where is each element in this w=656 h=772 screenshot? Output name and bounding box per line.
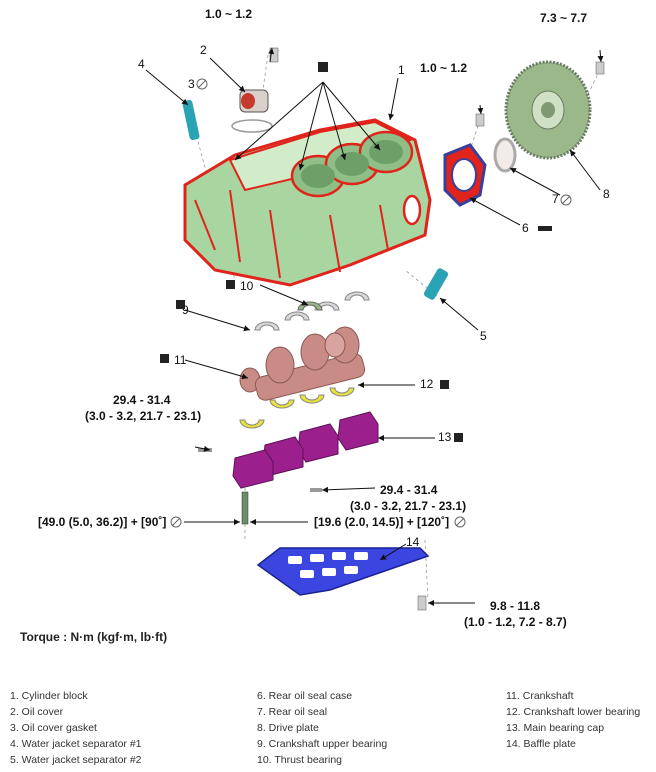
torque-drive-plate-bolt: 7.3 ~ 7.7 — [540, 11, 587, 25]
main-bearing-bolts — [241, 491, 249, 525]
rear-oil-seal — [493, 137, 517, 173]
callout-numbers: 1 2 3 4 5 6 7 8 9 10 11 12 13 14 — [138, 43, 610, 549]
legend-item: 2. Oil cover — [10, 706, 64, 718]
callout-5: 5 — [480, 329, 487, 343]
legend-item: 14. Baffle plate — [506, 738, 576, 750]
callout-9: 9 — [182, 303, 189, 317]
callout-7: 7 — [552, 192, 559, 206]
crankshaft-upper-bearings — [254, 291, 370, 331]
water-jacket-separator-1 — [182, 99, 200, 141]
rear-oil-seal-case — [443, 143, 487, 207]
torque-units-title: Torque : N·m (kgf·m, lb·ft) — [20, 630, 168, 644]
callout-4: 4 — [138, 57, 145, 71]
oil-cover-gasket — [231, 119, 273, 133]
crankshaft-lower-bearings — [239, 387, 355, 429]
legend-item: 8. Drive plate — [257, 722, 319, 734]
callout-2: 2 — [200, 43, 207, 57]
legend-column-3: 11. Crankshaft 12. Crankshaft lower bear… — [506, 688, 640, 752]
callout-12: 12 — [420, 377, 434, 391]
legend-column-2: 6. Rear oil seal case 7. Rear oil seal 8… — [257, 688, 387, 768]
legend-item: 12. Crankshaft lower bearing — [506, 706, 641, 718]
torque-specs: 1.0 ~ 1.2 1.0 ~ 1.2 7.3 ~ 7.7 29.4 - 31.… — [38, 7, 587, 629]
callout-3: 3 — [188, 77, 195, 91]
legend-item: 1. Cylinder block — [10, 690, 88, 702]
torque-cap-bolt: 29.4 - 31.4 — [380, 483, 438, 497]
callout-8: 8 — [603, 187, 610, 201]
callout-14: 14 — [406, 535, 420, 549]
seal-case-bolt — [475, 113, 485, 127]
legend-item: 6. Rear oil seal case — [257, 690, 353, 702]
water-jacket-separator-2 — [423, 268, 449, 300]
leader-lines — [145, 47, 604, 606]
torque-main-bolt-left: [49.0 (5.0, 36.2)] + [90˚] — [38, 515, 166, 529]
thrust-bearing — [297, 301, 323, 311]
callout-6: 6 — [522, 221, 529, 235]
legend-item: 9. Crankshaft upper bearing — [257, 738, 388, 750]
legend-item: 13. Main bearing cap — [506, 722, 605, 734]
torque-oil-cover-bolt: 1.0 ~ 1.2 — [205, 7, 252, 21]
main-bearing-caps — [232, 411, 379, 489]
torque-seal-case-bolt: 1.0 ~ 1.2 — [420, 61, 467, 75]
apply-engine-oil-icon — [160, 62, 552, 442]
torque-side-bolt: 29.4 - 31.4 — [113, 393, 171, 407]
cap-side-bolt — [310, 488, 322, 492]
legend-item: 5. Water jacket separator #2 — [10, 754, 142, 766]
oil-cover — [239, 89, 269, 113]
do-not-reuse-icon — [170, 78, 572, 528]
baffle-plate — [256, 547, 430, 596]
torque-side-bolt-alt: (3.0 - 3.2, 21.7 - 23.1) — [85, 409, 201, 423]
legend-item: 10. Thrust bearing — [257, 754, 343, 766]
torque-main-bolt-right: [19.6 (2.0, 14.5)] + [120˚] — [314, 515, 449, 529]
drive-plate — [504, 60, 592, 160]
torque-baffle-bolt-alt: (1.0 - 1.2, 7.2 - 8.7) — [464, 615, 567, 629]
legend-item: 3. Oil cover gasket — [10, 722, 97, 734]
cylinder-block — [183, 118, 432, 287]
legend-item: 4. Water jacket separator #1 — [10, 738, 142, 750]
callout-10: 10 — [240, 279, 254, 293]
drive-plate-bolt — [595, 61, 605, 75]
torque-baffle-bolt: 9.8 - 11.8 — [490, 599, 540, 613]
callout-11: 11 — [174, 353, 187, 367]
baffle-bolt — [417, 595, 427, 611]
legend-item: 11. Crankshaft — [506, 690, 574, 702]
callout-13: 13 — [438, 430, 452, 444]
legend-item: 7. Rear oil seal — [257, 706, 328, 718]
engine-block-exploded-diagram: 1 2 3 4 5 6 7 8 9 10 11 12 13 14 1.0 ~ 1… — [38, 7, 610, 629]
legend-column-1: 1. Cylinder block 2. Oil cover 3. Oil co… — [10, 688, 142, 768]
crankshaft — [239, 326, 366, 401]
callout-1: 1 — [398, 63, 405, 77]
torque-cap-bolt-alt: (3.0 - 3.2, 21.7 - 23.1) — [350, 499, 466, 513]
cylinder-block-pointers — [234, 81, 381, 171]
